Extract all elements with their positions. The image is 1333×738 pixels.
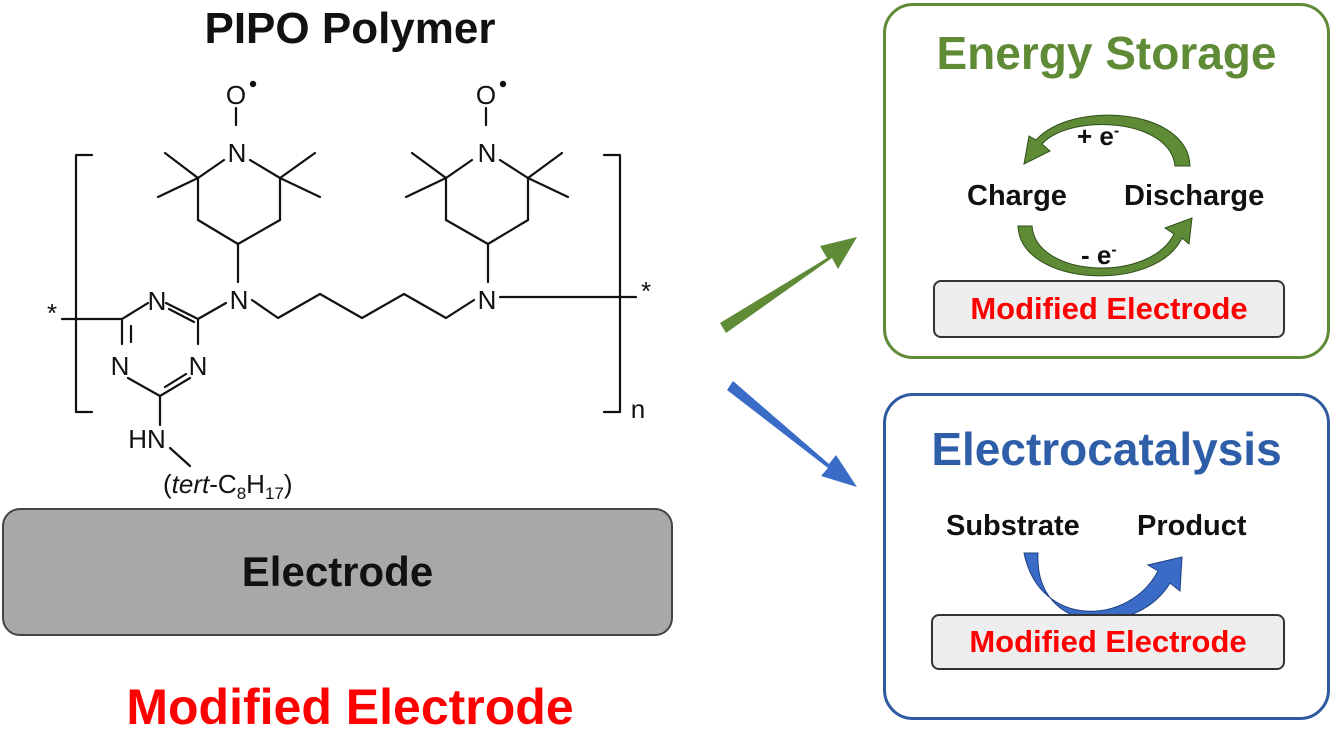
repeat-n: n: [631, 394, 645, 424]
substrate-label: Substrate: [946, 510, 1080, 542]
radical-o-left: O: [226, 80, 246, 110]
radical-o-right: O: [476, 80, 496, 110]
radical-dot-left: [249, 80, 257, 88]
charge-label: Charge: [967, 180, 1067, 212]
triazine-n-top: N: [148, 286, 167, 316]
charge-cycle-arrows: [1017, 114, 1193, 277]
energy-storage-title: Energy Storage: [936, 27, 1277, 79]
blue-arrow: [727, 381, 857, 487]
electrode-block: Electrode: [2, 508, 673, 636]
product-label: Product: [1137, 510, 1247, 542]
end-star-left: *: [47, 298, 57, 328]
catalysis-curved-arrow: [1023, 552, 1183, 620]
plus-electron-label: + e-: [1077, 121, 1120, 151]
radical-dot-right: [499, 80, 507, 88]
ring-n-right: N: [478, 138, 497, 168]
triazine-n-right: N: [189, 351, 208, 381]
amine-n-left: N: [230, 285, 249, 315]
pipo-structure: O O N N N N N N N HN * * n (tert-C8H17): [47, 80, 651, 503]
bottom-cycle-arrow: [1017, 217, 1193, 277]
top-cycle-arrow: [1023, 114, 1191, 167]
modified-electrode-caption: Modified Electrode: [126, 679, 574, 735]
discharge-label: Discharge: [1124, 180, 1265, 212]
bracket-right: [602, 153, 622, 414]
green-arrow: [720, 237, 857, 333]
substrate-product-arrow: [1023, 552, 1183, 620]
diagram-title: PIPO Polymer: [204, 4, 496, 53]
bracket-left: [74, 153, 94, 414]
electrocatalysis-title: Electrocatalysis: [931, 423, 1282, 475]
triazine-n-left: N: [111, 351, 130, 381]
electrocatalysis-modified-electrode: Modified Electrode: [931, 614, 1285, 670]
ring-n-left: N: [228, 138, 247, 168]
minus-electron-label: - e-: [1081, 240, 1117, 270]
nh-label: HN: [128, 424, 166, 454]
end-star-right: *: [641, 276, 651, 306]
amine-n-right: N: [478, 285, 497, 315]
tert-octyl-label: (tert-C8H17): [163, 469, 293, 503]
energy-storage-modified-electrode: Modified Electrode: [933, 280, 1285, 338]
